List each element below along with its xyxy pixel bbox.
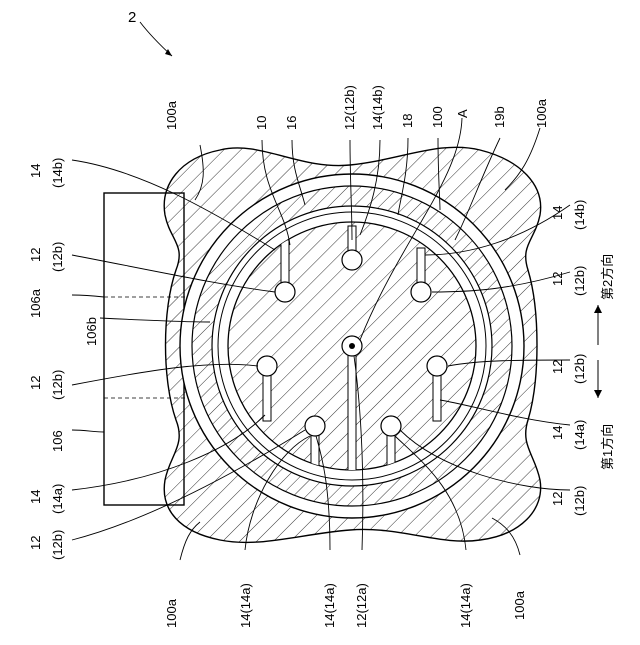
label-100a-bottom-right: 100a — [512, 590, 527, 620]
label-right-14b: (14b) — [572, 200, 587, 230]
terminal-center-dot — [349, 343, 355, 349]
terminal-head-right-upper — [411, 282, 431, 302]
label-right-12-b: 12 — [550, 360, 565, 374]
label-right-14: 14 — [550, 206, 565, 220]
terminal-head-left-upper — [275, 282, 295, 302]
terminal-head-right-mid — [427, 356, 447, 376]
terminal-head-left-mid — [257, 356, 277, 376]
label-100a-bottom-left: 100a — [164, 598, 179, 628]
label-left-14a-c: (14a) — [50, 484, 65, 514]
label-16: 16 — [284, 116, 299, 130]
label-A: A — [455, 109, 470, 118]
label-right-12b-d: (12b) — [572, 486, 587, 516]
label-100: 100 — [430, 106, 445, 128]
label-left-14-c: 14 — [28, 490, 43, 504]
label-right-12-d: 12 — [550, 492, 565, 506]
leader-106 — [72, 430, 104, 432]
label-right-12-a: 12 — [550, 272, 565, 286]
label-direction-second: 第2方向 — [600, 254, 615, 300]
label-19b: 19b — [492, 106, 507, 128]
labels-right: 14 (14b) 12 (12b) 12 (12b) 14 (14a) 12 (… — [550, 200, 615, 516]
label-left-12-b: 12 — [28, 376, 43, 390]
label-left-12-a: 12 — [28, 248, 43, 262]
label-bottom-14a-right: 14(14a) — [458, 583, 473, 628]
label-100a-top-left: 100a — [164, 100, 179, 130]
terminal-head-bottom-left — [305, 416, 325, 436]
label-14-14b-top: 14(14b) — [370, 85, 385, 130]
label-bottom-14a-mid: 14(14a) — [322, 583, 337, 628]
label-left-12b-d: (12b) — [50, 530, 65, 560]
labels-bottom: 100a 14(14a) 14(14a) 12(12a) 14(14a) 100… — [164, 583, 527, 628]
label-106a: 106a — [28, 288, 43, 318]
label-left-12b-b: (12b) — [50, 370, 65, 400]
label-direction-first: 第1方向 — [600, 424, 615, 470]
leader-106a — [72, 295, 104, 297]
labels-left: 14 (14b) 12 (12b) 106a 106b 12 (12b) 106… — [28, 158, 99, 560]
figure-number-label: 2 — [128, 9, 136, 26]
label-left-14b: (14b) — [50, 158, 65, 188]
label-106b: 106b — [84, 317, 99, 346]
terminal-head-bottom-right — [381, 416, 401, 436]
label-left-12-d: 12 — [28, 536, 43, 550]
labels-top: 100a 10 16 12(12b) 14(14b) 18 100 A 19b … — [164, 85, 549, 130]
label-10: 10 — [254, 116, 269, 130]
label-right-14a-c: (14a) — [572, 420, 587, 450]
label-right-14-c: 14 — [550, 426, 565, 440]
label-left-14: 14 — [28, 164, 43, 178]
direction-arrow-second — [594, 305, 602, 345]
label-106: 106 — [50, 430, 65, 452]
terminal-head-top — [342, 250, 362, 270]
label-right-12b-b: (12b) — [572, 354, 587, 384]
label-bottom-12a: 12(12a) — [354, 583, 369, 628]
label-right-12b-a: (12b) — [572, 266, 587, 296]
label-bottom-14a-left: 14(14a) — [238, 583, 253, 628]
label-18: 18 — [400, 114, 415, 128]
label-100a-top-right: 100a — [534, 98, 549, 128]
label-12-12b-top: 12(12b) — [342, 85, 357, 130]
label-left-12b-a: (12b) — [50, 242, 65, 272]
direction-arrow-first — [594, 360, 602, 398]
